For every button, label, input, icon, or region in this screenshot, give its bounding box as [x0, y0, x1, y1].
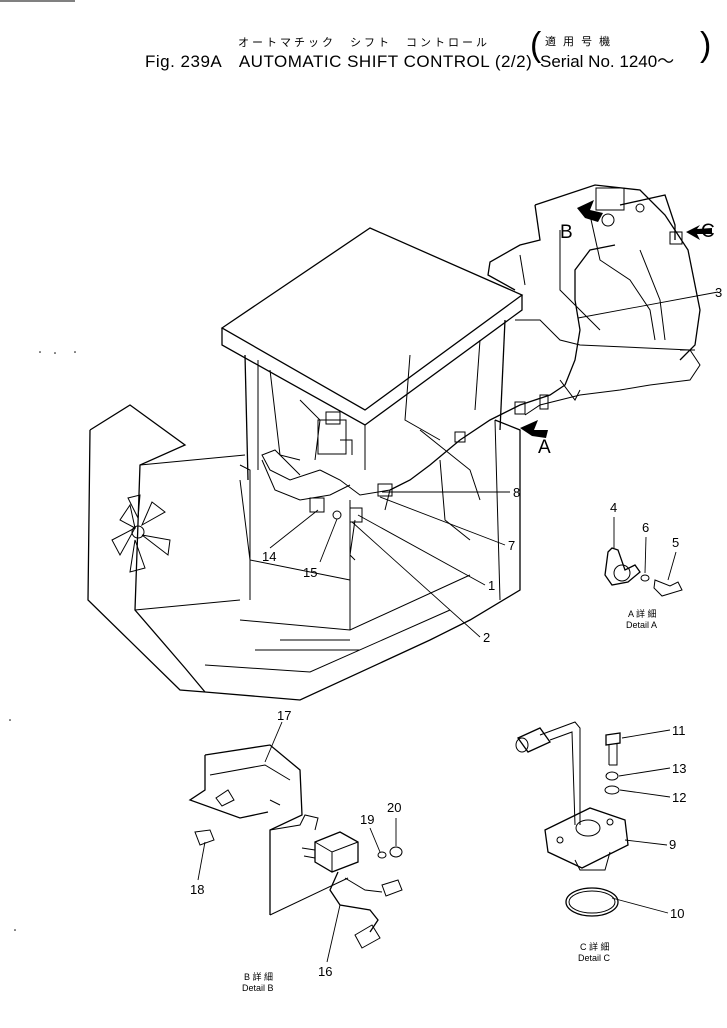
bracket-right: ) — [700, 26, 712, 64]
view-label-a: A — [538, 437, 551, 458]
view-arrow-b: B — [560, 200, 603, 243]
bolt-5 — [653, 579, 683, 597]
callout-20: 20 — [387, 800, 401, 815]
detail-c: 11 13 12 9 10 C 詳 細 Detail C — [515, 721, 686, 963]
detail-c-caption: Detail C — [578, 953, 611, 963]
bolt-18 — [194, 829, 215, 846]
washer-6 — [640, 574, 650, 582]
figure-title: Fig. 239A AUTOMATIC SHIFT CONTROL (2/2) — [145, 52, 533, 71]
callout-15: 15 — [303, 565, 317, 580]
flange-9 — [544, 807, 629, 869]
washer-13 — [605, 771, 619, 781]
callout-14: 14 — [262, 549, 276, 564]
serial-number: Serial No. 1240～ — [540, 52, 675, 71]
o-ring-10 — [565, 887, 619, 917]
detail-b-caption: Detail B — [242, 983, 274, 993]
left-fender — [87, 404, 246, 693]
callout-3: 3 — [715, 285, 722, 300]
callout-8: 8 — [513, 485, 520, 500]
view-arrow-c: C — [686, 221, 715, 242]
japanese-serial-label: 適 用 号 機 — [545, 36, 613, 48]
callout-5: 5 — [672, 535, 679, 550]
callout-18: 18 — [190, 882, 204, 897]
nut-20 — [389, 846, 403, 858]
fan-icon — [111, 494, 171, 573]
callout-7: 7 — [508, 538, 515, 553]
relay-16 — [314, 831, 359, 873]
leader-lines-main — [269, 291, 719, 638]
detail-a-caption: Detail A — [626, 620, 657, 630]
detail-a: 4 6 5 A 詳 細 Detail A — [604, 500, 683, 630]
bolt-11 — [605, 732, 621, 746]
callout-6: 6 — [642, 520, 649, 535]
callout-19: 19 — [360, 812, 374, 827]
bracket-left: ( — [530, 26, 542, 64]
washer-12 — [604, 785, 620, 795]
callout-17: 17 — [277, 708, 291, 723]
callout-2: 2 — [483, 630, 490, 645]
detail-a-jp-caption: A 詳 細 — [628, 608, 657, 619]
main-assembly: A B C 3 8 7 1 2 14 15 — [87, 184, 722, 701]
callout-9: 9 — [669, 837, 676, 852]
callout-13: 13 — [672, 761, 686, 776]
bolt-14 — [309, 497, 325, 513]
washer-19 — [377, 851, 387, 859]
detail-c-jp-caption: C 詳 細 — [580, 941, 610, 952]
callout-16: 16 — [318, 964, 332, 979]
view-label-c: C — [701, 221, 715, 242]
detail-b-jp-caption: B 詳 細 — [244, 971, 273, 982]
callout-4: 4 — [610, 500, 617, 515]
cab-box — [220, 227, 524, 581]
view-arrow-a: A — [520, 420, 551, 458]
washer-15 — [332, 510, 342, 520]
japanese-title: オートマチック シフト コントロール — [238, 37, 490, 49]
switch-components — [309, 187, 683, 523]
view-label-b: B — [560, 222, 573, 243]
detail-b: 17 18 16 19 20 B 詳 細 Detail B — [188, 708, 403, 993]
cable-harness — [261, 194, 676, 561]
callout-1: 1 — [488, 578, 495, 593]
callout-10: 10 — [670, 906, 684, 921]
scan-dots — [9, 351, 76, 931]
callout-12: 12 — [672, 790, 686, 805]
callout-11: 11 — [672, 723, 686, 738]
